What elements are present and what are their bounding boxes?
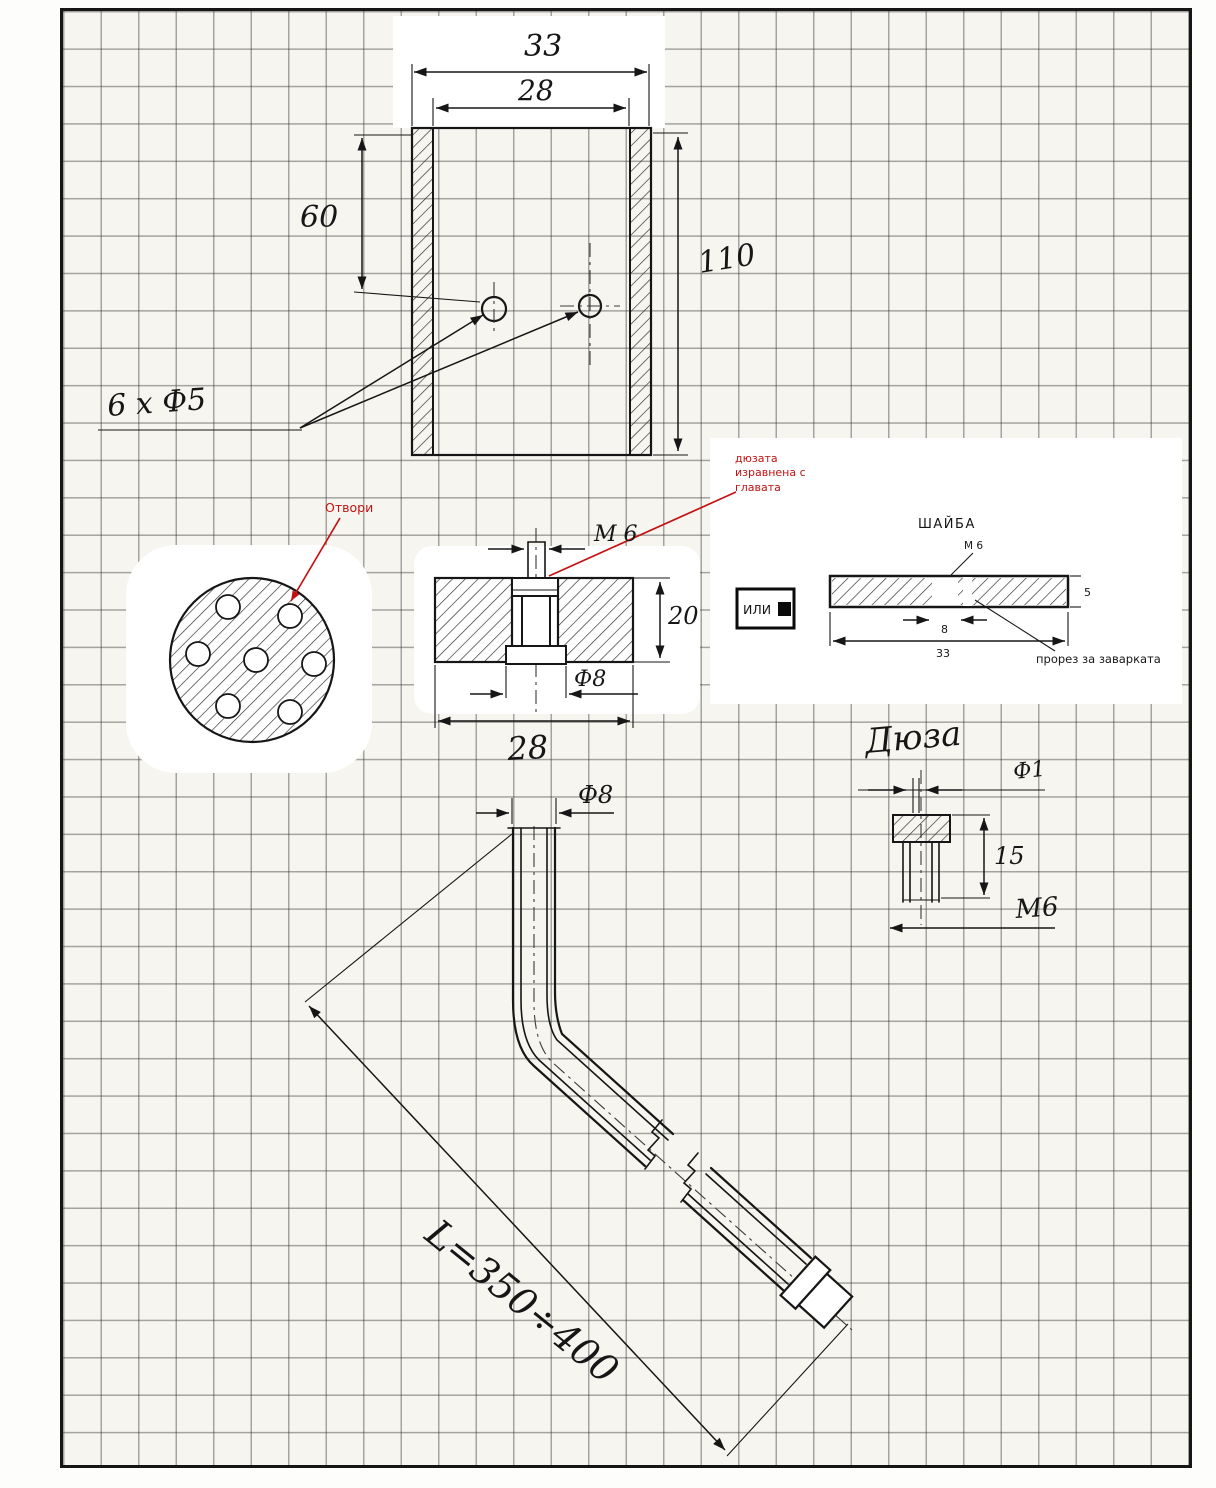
alternative-box: ИЛИ: [735, 587, 796, 630]
nozzle-flush-note: дюзата изравнена с главата: [735, 452, 806, 494]
otvori-label: Отвори: [325, 500, 373, 515]
graph-paper: [60, 8, 1192, 1468]
section-28-label: 28: [505, 728, 549, 768]
dyuza-title: Дюза: [861, 714, 963, 762]
dim-110-label: 110: [696, 237, 758, 281]
washer-5-label: 5: [1084, 586, 1091, 599]
tube-view: Ф8 L=350÷400: [304, 781, 854, 1457]
ili-label: ИЛИ: [743, 602, 771, 617]
nozzle-detail-view: Дюза Ф1 15 М6: [858, 714, 1060, 933]
washer-33-label: 33: [936, 647, 950, 660]
tube-f8-label: Ф8: [578, 781, 613, 809]
washer-slot-note: прорез за заварката: [1036, 652, 1161, 666]
dim-60-label: 60: [300, 200, 338, 235]
plate-top-view: 33 28 60 110 6 x Ф5: [98, 29, 758, 457]
nozzle-f1-label: Ф1: [1012, 757, 1047, 785]
washer-m6-label: М 6: [964, 540, 983, 552]
shayba-title: ШАЙБА: [918, 516, 976, 532]
washer-view: ШАЙБА М 6 5 8 33 прорез за заварката: [828, 516, 1161, 666]
section-f8-label: Ф8: [574, 667, 606, 692]
nozzle-m6-label: М6: [1013, 892, 1059, 925]
section-m6-label: М 6: [593, 522, 638, 547]
holes-callout-label: 6 x Ф5: [106, 382, 207, 424]
section-20-label: 20: [667, 602, 699, 630]
tube-length-label: L=350÷400: [417, 1210, 627, 1392]
nozzle-section-view: М 6 20 Ф8 28: [433, 491, 737, 768]
washer-8-label: 8: [941, 623, 948, 636]
dim-33-label: 33: [524, 29, 562, 64]
nozzle-15-label: 15: [994, 842, 1025, 870]
holes-detail-view: Отвори: [168, 500, 373, 744]
dim-28-top-label: 28: [517, 74, 554, 107]
